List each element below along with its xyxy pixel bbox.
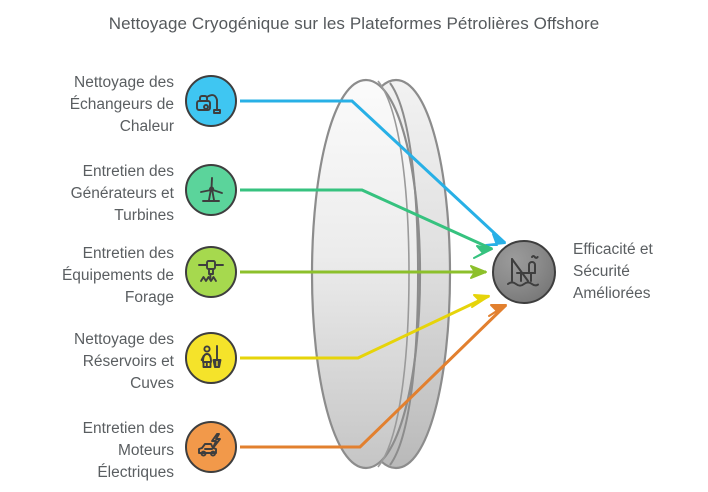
electric-motor-icon (198, 433, 221, 457)
label-line: Sécurité (573, 263, 630, 280)
connector-drilling-equipment (240, 265, 487, 279)
connector-generators-turbines (240, 188, 493, 259)
source-label-tanks-vessels: Nettoyage des Réservoirs et Cuves (22, 329, 174, 395)
icon-badge-heat-exchangers[interactable] (185, 75, 237, 127)
label-line: Chaleur (119, 118, 174, 135)
page-title: Nettoyage Cryogénique sur les Plateforme… (108, 14, 600, 33)
label-line: Moteurs (118, 442, 174, 459)
wind-turbine-icon (200, 177, 223, 202)
icon-badge-tanks-vessels[interactable] (185, 332, 237, 384)
label-line: Turbines (114, 207, 174, 224)
label-line: Générateurs et (70, 185, 174, 202)
target-label-improved-efficiency-safety: Efficacité et Sécurité Améliorées (573, 239, 703, 305)
label-line: Équipements de (61, 267, 174, 284)
label-line: Électriques (97, 464, 174, 481)
label-line: Nettoyage des (74, 74, 174, 91)
connector-heat-exchangers (240, 99, 507, 246)
label-line: Entretien des (82, 245, 174, 262)
source-label-drilling-equipment: Entretien des Équipements de Forage (22, 243, 174, 309)
cleaner-with-broom-icon (200, 345, 222, 368)
connector-tanks-vessels (240, 294, 490, 360)
label-line: Améliorées (573, 285, 651, 302)
icon-badge-drilling-equipment[interactable] (185, 246, 237, 298)
source-label-electric-motors: Entretien des Moteurs Électriques (22, 418, 174, 484)
label-line: Nettoyage des (74, 331, 174, 348)
vacuum-cleaner-icon (196, 94, 221, 114)
source-label-generators-turbines: Entretien des Générateurs et Turbines (22, 161, 174, 227)
cylinder-barrier (310, 78, 452, 470)
jackhammer-icon (198, 260, 224, 282)
icon-badge-electric-motors[interactable] (185, 421, 237, 473)
offshore-oil-platform-icon (507, 255, 539, 287)
source-label-heat-exchangers: Nettoyage des Échangeurs de Chaleur (22, 72, 174, 138)
icon-badge-generators-turbines[interactable] (185, 164, 237, 216)
label-line: Efficacité et (573, 241, 653, 258)
label-line: Entretien des (82, 163, 174, 180)
label-line: Entretien des (82, 420, 174, 437)
label-line: Forage (124, 289, 174, 306)
target-badge-improved-efficiency-safety[interactable] (492, 240, 556, 304)
label-line: Cuves (130, 375, 174, 392)
label-line: Réservoirs et (82, 353, 174, 370)
label-line: Échangeurs de (69, 96, 174, 113)
connector-electric-motors (240, 303, 508, 449)
